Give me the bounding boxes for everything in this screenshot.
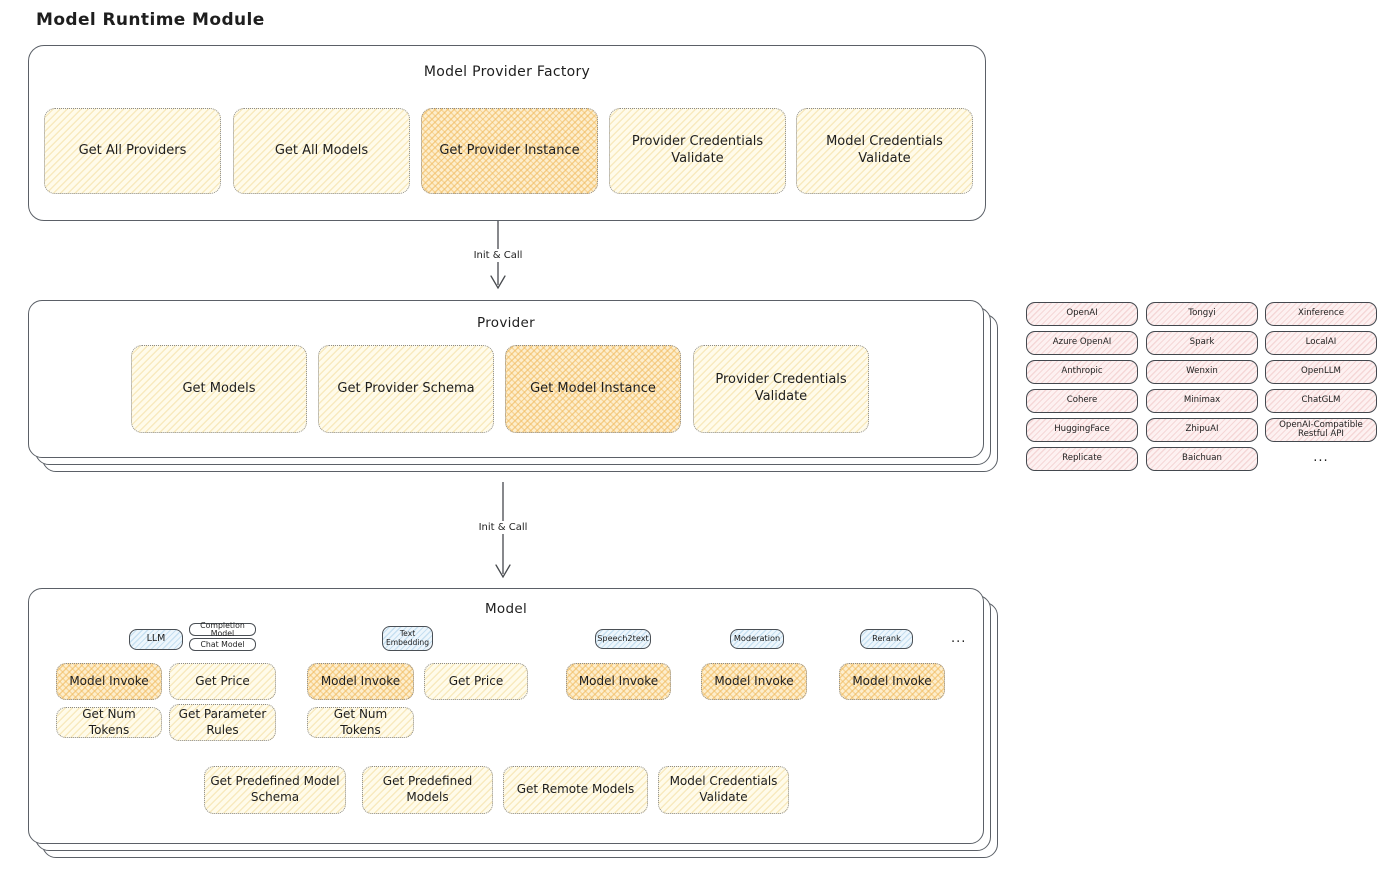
node-label: Get Provider Schema [337,380,475,396]
arrow-label: Init & Call [473,521,533,534]
provider-box: Provider Get Models Get Provider Schema … [28,300,998,472]
provider-chip: LocalAI [1265,331,1377,355]
provider-chip: OpenAI-Compatible Restful API [1265,418,1377,442]
provider-chip: Minimax [1146,389,1258,413]
tag-speech2text: Speech2text [595,629,651,649]
page-title: Model Runtime Module [36,10,265,30]
node-label: Provider Credentials Validate [631,134,764,166]
node-get-price-text-embedding: Get Price [424,663,528,700]
node-get-num-tokens-llm: Get Num Tokens [56,707,162,738]
arrow-label: Init & Call [468,249,528,262]
tag-text-embedding: Text Embedding [382,626,433,651]
provider-chip: Cohere [1026,389,1138,413]
node-label: Get All Models [274,142,369,158]
node-get-provider-schema: Get Provider Schema [318,345,494,433]
provider-chip: Replicate [1026,447,1138,471]
node-model-invoke-speech2text: Model Invoke [566,663,671,700]
node-model-invoke-rerank: Model Invoke [839,663,945,700]
node-model-invoke-text-embedding: Model Invoke [307,663,414,700]
types-more-ellipsis: ... [951,631,967,646]
provider-chip: Xinference [1265,302,1377,326]
node-label: Provider Credentials Validate [715,372,847,404]
node-model-invoke-llm: Model Invoke [56,663,162,700]
node-label: Get Models [182,380,256,396]
provider-box-title: Provider [477,315,535,331]
node-get-model-instance: Get Model Instance [505,345,681,433]
node-model-invoke-moderation: Model Invoke [701,663,807,700]
node-model-credentials-validate: Model Credentials Validate [658,766,789,814]
node-get-parameter-rules: Get Parameter Rules [169,704,276,741]
node-get-predefined-models: Get Predefined Models [362,766,493,814]
node-get-provider-instance: Get Provider Instance [421,108,598,194]
tag-rerank: Rerank [860,629,913,649]
model-box: Model LLM Completion Model Chat Model Te… [28,588,998,858]
node-get-price-llm: Get Price [169,663,276,700]
node-label: Get All Providers [78,142,187,158]
provider-chip: Baichuan [1146,447,1258,471]
model-box-title: Model [484,601,528,617]
node-get-models: Get Models [131,345,307,433]
tag-completion-model: Completion Model [189,621,256,637]
provider-chip: OpenLLM [1265,360,1377,384]
provider-chip: Azure OpenAI [1026,331,1138,355]
tag-llm: LLM [129,629,183,650]
node-label: Model Credentials Validate [826,134,943,166]
provider-chip: Spark [1146,331,1258,355]
factory-box-title: Model Provider Factory [423,64,591,80]
node-get-predefined-model-schema: Get Predefined Model Schema [204,766,346,814]
node-get-remote-models: Get Remote Models [503,766,648,814]
factory-box: Model Provider Factory Get All Providers… [28,45,986,221]
node-get-all-models: Get All Models [233,108,410,194]
node-provider-credentials-validate: Provider Credentials Validate [693,345,869,433]
provider-chip: Tongyi [1146,302,1258,326]
node-label: Get Provider Instance [439,142,580,158]
provider-chip: OpenAI [1026,302,1138,326]
node-model-credentials-validate: Model Credentials Validate [796,108,973,194]
provider-chip: ZhipuAI [1146,418,1258,442]
provider-chip: Anthropic [1026,360,1138,384]
node-get-num-tokens-text-embedding: Get Num Tokens [307,707,414,738]
provider-chip: HuggingFace [1026,418,1138,442]
node-get-all-providers: Get All Providers [44,108,221,194]
tag-moderation: Moderation [730,629,784,649]
node-label: Get Model Instance [530,380,656,396]
providers-more-ellipsis: ... [1313,450,1329,465]
node-provider-credentials-validate: Provider Credentials Validate [609,108,786,194]
tag-chat-model: Chat Model [189,638,256,651]
provider-chip: Wenxin [1146,360,1258,384]
model-box-sheet: Model LLM Completion Model Chat Model Te… [28,588,984,844]
provider-chip: ChatGLM [1265,389,1377,413]
provider-box-sheet: Provider Get Models Get Provider Schema … [28,300,984,458]
